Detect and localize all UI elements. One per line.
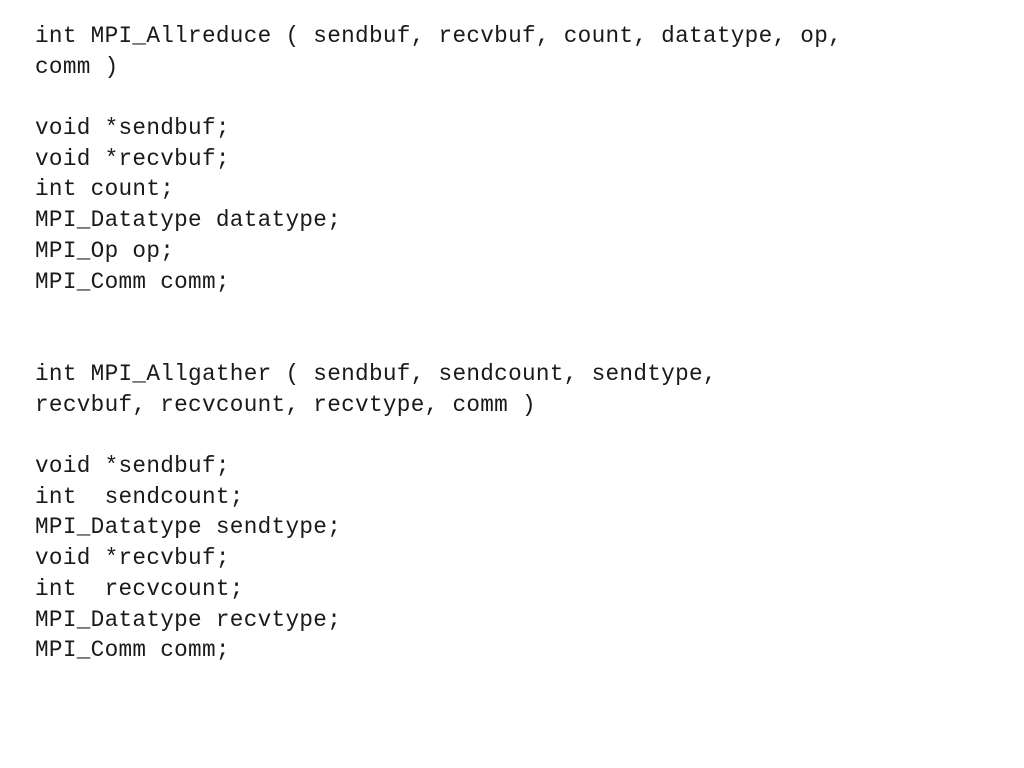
- blank-line: [35, 82, 842, 113]
- blank-line: [35, 420, 717, 451]
- allreduce-signature-line-1: int MPI_Allreduce ( sendbuf, recvbuf, co…: [35, 23, 843, 49]
- allgather-param-line: int sendcount;: [35, 483, 244, 510]
- allgather-param-line: MPI_Datatype recvtype;: [35, 606, 342, 633]
- allgather-param-line: MPI_Comm comm;: [35, 637, 230, 664]
- allgather-signature-line-1: int MPI_Allgather ( sendbuf, sendcount, …: [35, 361, 717, 387]
- allgather-signature-line-2: recvbuf, recvcount, recvtype, comm ): [35, 391, 536, 418]
- allreduce-param-line: void *sendbuf;: [35, 115, 230, 142]
- allreduce-param-line: MPI_Datatype datatype;: [35, 207, 342, 234]
- allgather-param-line: int recvcount;: [35, 575, 244, 602]
- allreduce-param-line: int count;: [35, 176, 175, 203]
- allgather-param-line: MPI_Datatype sendtype;: [35, 514, 342, 541]
- allreduce-param-line: MPI_Comm comm;: [35, 268, 230, 295]
- allreduce-param-line: void *recvbuf;: [35, 145, 230, 172]
- allgather-param-line: void *recvbuf;: [35, 545, 230, 572]
- mpi-allreduce-code-block: int MPI_Allreduce ( sendbuf, recvbuf, co…: [35, 21, 842, 297]
- allgather-param-line: void *sendbuf;: [35, 453, 230, 480]
- allreduce-signature-line-2: comm ): [35, 53, 119, 80]
- allreduce-param-line: MPI_Op op;: [35, 237, 175, 264]
- mpi-allgather-code-block: int MPI_Allgather ( sendbuf, sendcount, …: [35, 359, 717, 666]
